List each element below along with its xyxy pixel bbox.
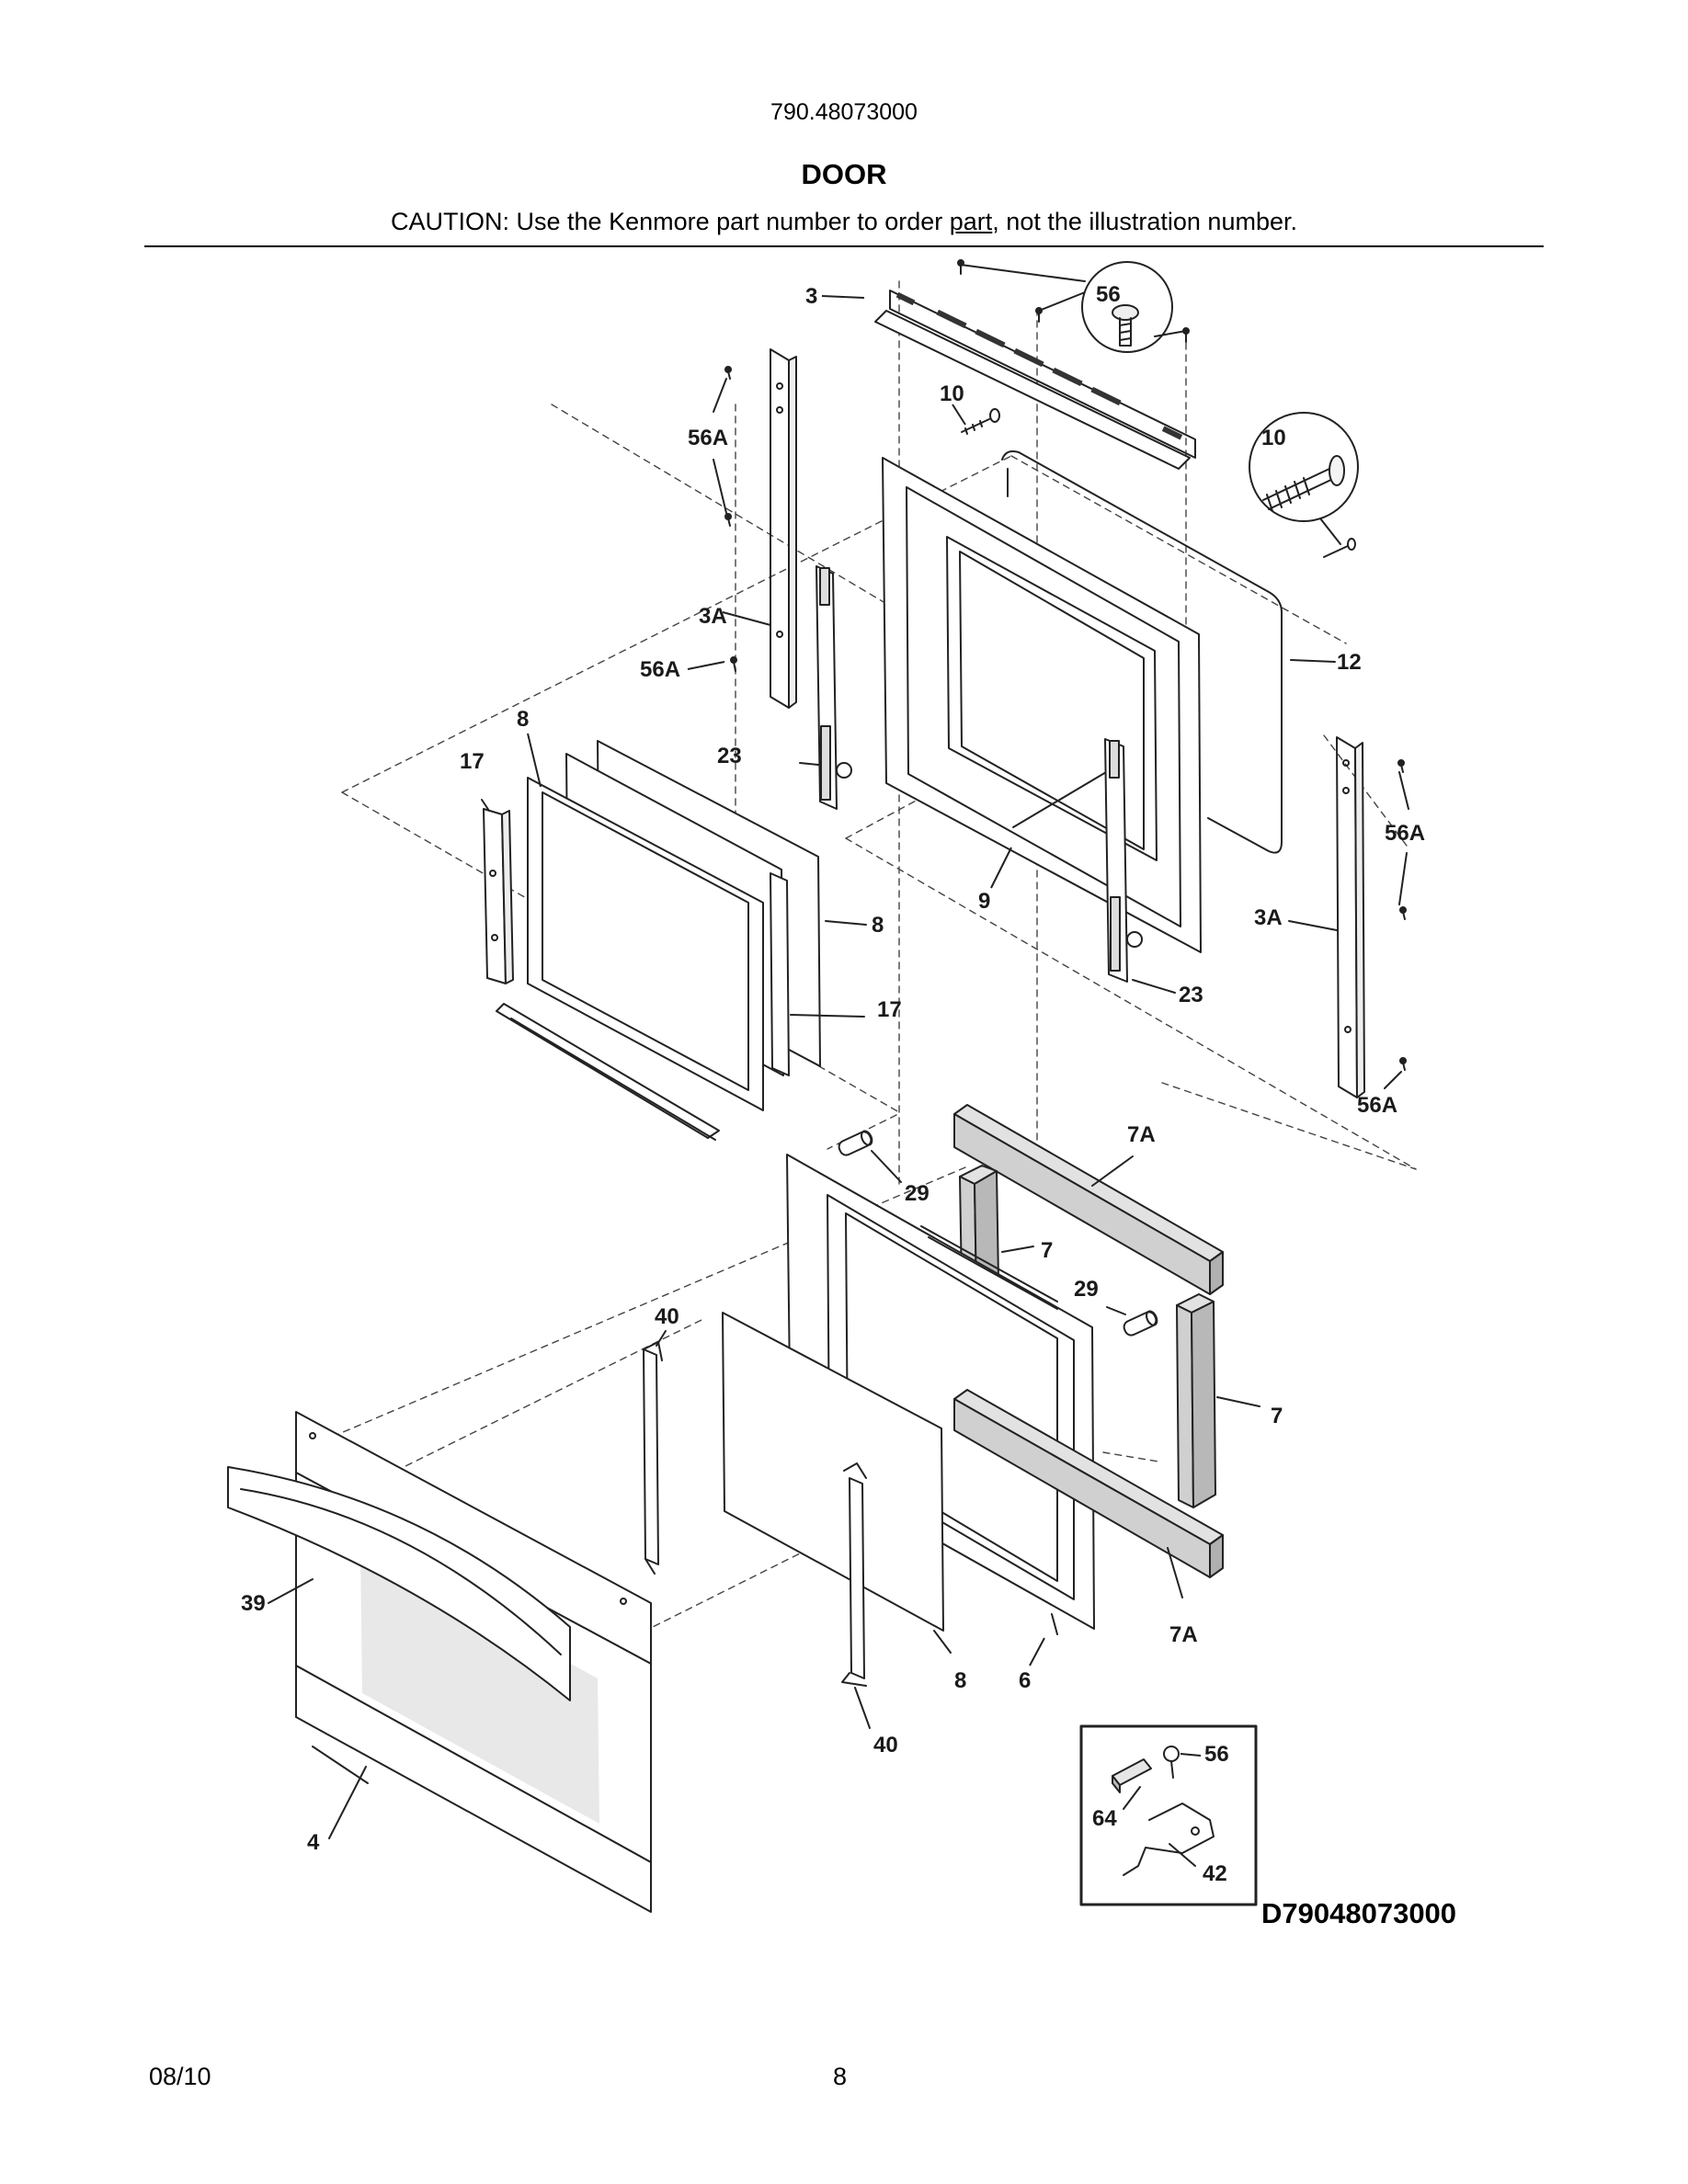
lower-glass-bracket: [496, 872, 867, 1141]
drawing-id: D79048073000: [1261, 1897, 1457, 1929]
door-gasket: [1001, 450, 1336, 854]
caution-note: CAUTION: Use the Kenmore part number to …: [0, 208, 1688, 236]
callout-3a-left: 3A: [699, 604, 727, 629]
callout-3a-right: 3A: [1254, 905, 1283, 930]
caution-text-end: , not the illustration number.: [992, 208, 1297, 235]
hinge-screw-small: [961, 408, 1000, 435]
callout-42: 42: [1203, 1861, 1227, 1886]
lower-glass-panel: [722, 1312, 952, 1654]
right-side-screws: [1384, 759, 1409, 1089]
callout-3: 3: [805, 284, 817, 309]
callout-17-mid: 17: [877, 997, 902, 1022]
outer-door-panel: [295, 1411, 652, 1913]
screw-detail-circle: [1081, 261, 1187, 353]
callout-23-right: 23: [1179, 983, 1203, 1007]
callout-7a-upper: 7A: [1127, 1122, 1156, 1147]
callout-17-upper: 17: [460, 749, 485, 774]
left-side-bracket: [770, 348, 797, 709]
upper-glass-bracket-left: [481, 799, 514, 984]
right-side-bracket: [1288, 736, 1365, 1098]
callout-40-lower: 40: [873, 1733, 898, 1757]
upper-glass-panels: [527, 740, 821, 1111]
door-standoffs: [838, 1130, 1158, 1337]
callout-56a-upper-left: 56A: [688, 426, 728, 450]
callout-56a-lower-right: 56A: [1357, 1093, 1397, 1118]
callout-9: 9: [978, 889, 990, 914]
right-insulation-block: [1176, 1293, 1260, 1508]
callout-29-left: 29: [905, 1181, 930, 1206]
door-side-brackets: [643, 1330, 871, 1729]
callout-10-left: 10: [940, 381, 964, 406]
right-hinge: [1104, 738, 1176, 994]
header-divider: [144, 245, 1544, 247]
upper-insulation-strip: [953, 1104, 1224, 1295]
callout-29-right: 29: [1074, 1277, 1099, 1302]
callout-7a-lower: 7A: [1169, 1622, 1198, 1647]
left-hinge: [799, 565, 852, 810]
callout-40-upper: 40: [655, 1304, 679, 1329]
callout-8-upper: 8: [517, 707, 529, 732]
callout-64: 64: [1092, 1806, 1117, 1831]
caution-text-start: CAUTION: Use the Kenmore part number to …: [391, 208, 950, 235]
callout-4: 4: [307, 1830, 320, 1855]
callout-56a-mid-left: 56A: [640, 657, 680, 682]
callout-7-lower: 7: [1271, 1404, 1283, 1428]
bolt-detail-circle: [1249, 412, 1359, 558]
callout-56-inset: 56: [1204, 1742, 1229, 1767]
left-side-screws: [713, 366, 737, 672]
callout-56a-right: 56A: [1385, 821, 1425, 846]
callout-10-right: 10: [1261, 426, 1286, 450]
inner-door-frame: [882, 457, 1202, 953]
callout-39: 39: [241, 1591, 266, 1616]
model-number: 790.48073000: [770, 99, 918, 125]
callout-6: 6: [1019, 1668, 1031, 1693]
page-number: 8: [833, 2063, 848, 2090]
hardware-inset-box: [1079, 1724, 1258, 1906]
revision-date: 08/10: [149, 2063, 211, 2090]
section-title: DOOR: [801, 158, 887, 190]
callout-56-top: 56: [1096, 282, 1121, 307]
lower-insulation-strip: [953, 1389, 1224, 1598]
callout-23-left: 23: [717, 744, 742, 768]
callout-8-mid: 8: [872, 913, 884, 938]
top-vent-bracket: [874, 290, 1196, 470]
callout-8-lower: 8: [954, 1668, 966, 1693]
door-handle: [227, 1466, 571, 1701]
caution-underlined-word: part: [949, 208, 993, 235]
callout-12: 12: [1337, 650, 1362, 675]
callout-7-upper: 7: [1041, 1238, 1053, 1263]
